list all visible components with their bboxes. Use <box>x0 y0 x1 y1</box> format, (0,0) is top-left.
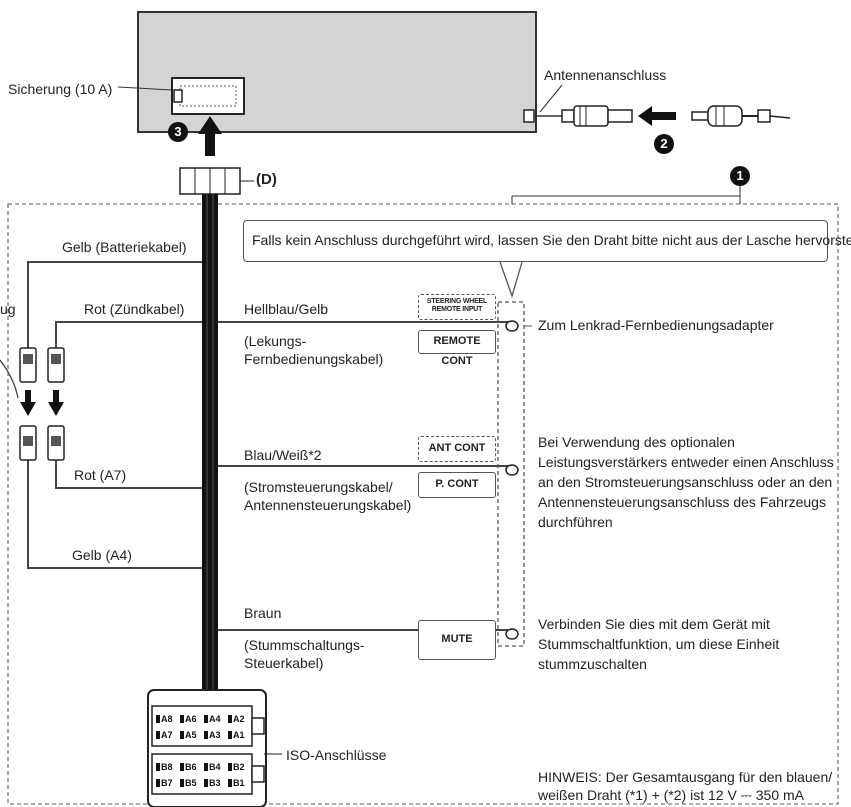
iso-pin-b5: B5 <box>185 778 197 788</box>
iso-pin-marker <box>228 763 232 771</box>
hinweis-note: HINWEIS: Der Gesamtausgang für den blaue… <box>538 769 833 803</box>
antenna-label: Antennenanschluss <box>544 67 667 83</box>
iso-pin-a5: A5 <box>185 730 197 740</box>
dashed-loop-frame <box>497 301 525 647</box>
iso-pin-a7: A7 <box>161 730 173 740</box>
iso-pin-marker <box>180 731 184 739</box>
iso-pin-marker <box>180 715 184 723</box>
iso-pin-a3: A3 <box>209 730 221 740</box>
arrow-down-icon <box>48 390 64 416</box>
iso-pin-a6: A6 <box>185 714 197 724</box>
blue-white-label: Blau/Weiß*2 <box>244 447 322 463</box>
main-connector <box>171 77 245 115</box>
p-cont-terminal: P. CONT <box>418 472 496 498</box>
iso-pin-b1: B1 <box>233 778 245 788</box>
iso-pin-marker <box>180 779 184 787</box>
dashed-frame <box>7 203 839 805</box>
faston-connectors <box>19 347 65 461</box>
iso-pin-marker <box>228 779 232 787</box>
iso-pin-a2: A2 <box>233 714 245 724</box>
brown-sub-label: (Stummschaltungs- Steuerkabel) <box>244 637 365 671</box>
iso-pin-marker <box>156 763 160 771</box>
steering-remote-desc: Zum Lenkrad-Fernbedienungsadapter <box>538 317 774 333</box>
ignition-wire-label: Rot (Zündkabel) <box>84 301 185 317</box>
battery-wire-label: Gelb (Batteriekabel) <box>62 239 187 255</box>
antenna-plug-right <box>691 105 791 127</box>
iso-pin-marker <box>180 763 184 771</box>
mute-terminal: MUTE <box>418 620 496 660</box>
fuse-label: Sicherung (10 A) <box>8 81 113 97</box>
wire-loops <box>505 320 519 640</box>
iso-pin-b7: B7 <box>161 778 173 788</box>
mute-desc: Verbinden Sie dies mit dem Gerät mit Stu… <box>538 616 780 672</box>
connector-d-label: (D) <box>256 171 277 188</box>
left-wires <box>27 261 202 569</box>
lightblue-sub-label: (Lekungs- Fernbedienungskabel) <box>244 333 384 367</box>
iso-label: ISO-Anschlüsse <box>286 747 387 763</box>
iso-pin-marker <box>204 715 208 723</box>
iso-pin-a1: A1 <box>233 730 245 740</box>
iso-pin-b6: B6 <box>185 762 197 772</box>
iso-pin-a8: A8 <box>161 714 173 724</box>
yellow-a4-label: Gelb (A4) <box>72 547 132 563</box>
iso-pin-marker <box>228 715 232 723</box>
blue-white-sub-label: (Stromsteuerungskabel/ Antennensteuerung… <box>244 479 412 513</box>
iso-pin-b8: B8 <box>161 762 173 772</box>
arrow-left-icon <box>638 106 676 126</box>
remote-cont-terminal: REMOTE CONT <box>418 330 496 367</box>
iso-pin-marker <box>204 763 208 771</box>
antenna-plug-left <box>561 105 633 127</box>
iso-pin-b4: B4 <box>209 762 221 772</box>
arrow-down-icon <box>20 390 36 416</box>
iso-pin-marker <box>204 779 208 787</box>
iso-pin-marker <box>156 715 160 723</box>
callout-3: 3 <box>168 122 188 142</box>
iso-pin-a4: A4 <box>209 714 221 724</box>
antenna-socket <box>523 109 535 123</box>
lightblue-yellow-label: Hellblau/Gelb <box>244 301 329 317</box>
note-box: Falls kein Anschluss durchgeführt wird, … <box>243 220 851 262</box>
ant-cont-terminal: ANT CONT <box>418 436 496 462</box>
amp-desc: Bei Verwendung des optionalen Leistungsv… <box>538 434 834 530</box>
red-a7-label: Rot (A7) <box>74 467 127 483</box>
iso-connector <box>147 689 282 807</box>
iso-pin-marker <box>156 779 160 787</box>
steering-wheel-terminal: STEERING WHEEL REMOTE INPUT <box>418 294 496 320</box>
iso-pin-marker <box>204 731 208 739</box>
arrow-up-icon <box>198 116 222 156</box>
callout-2: 2 <box>654 134 674 154</box>
cutoff-label: ug <box>0 301 16 317</box>
callout-1: 1 <box>730 166 750 186</box>
brown-label: Braun <box>244 605 282 621</box>
iso-pin-b2: B2 <box>233 762 245 772</box>
iso-pin-b3: B3 <box>209 778 221 788</box>
iso-pin-marker <box>156 731 160 739</box>
wire-bundle <box>202 194 218 690</box>
iso-pin-marker <box>228 731 232 739</box>
